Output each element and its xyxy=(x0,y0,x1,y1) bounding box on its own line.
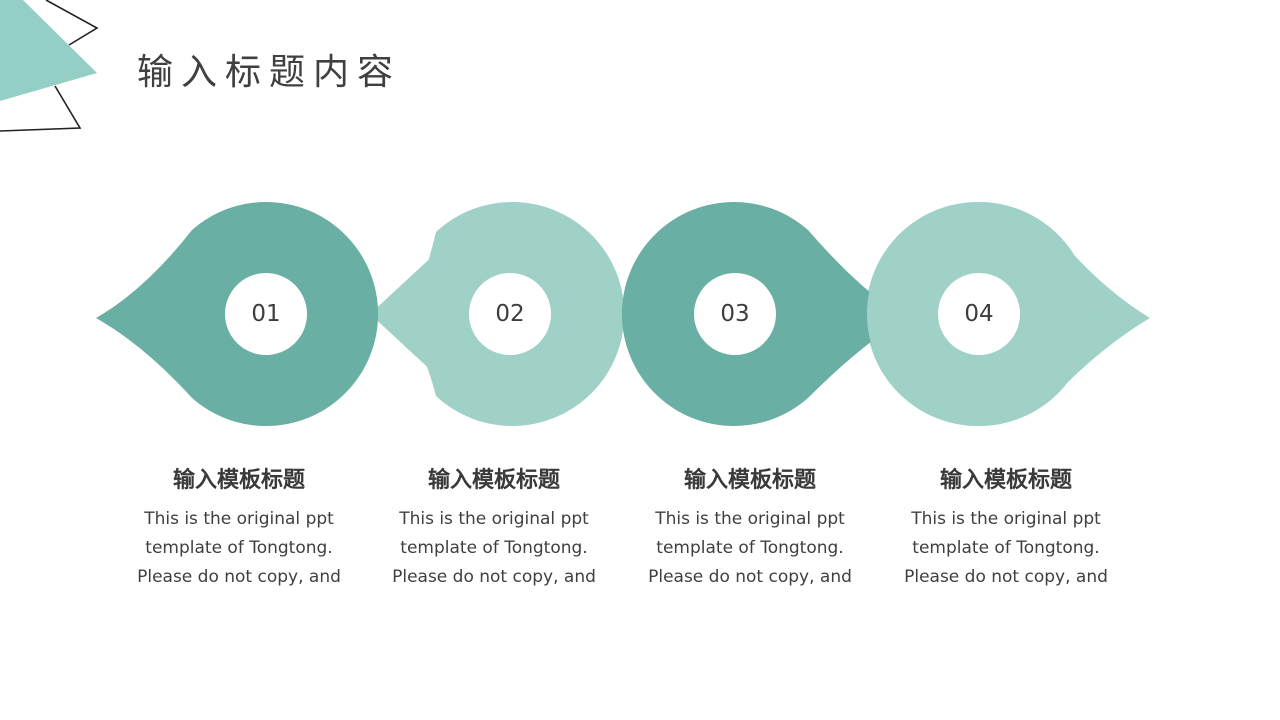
drop-shape-02-tip xyxy=(370,252,437,376)
description-line: Please do not copy, and xyxy=(648,567,852,587)
description-line: Please do not copy, and xyxy=(904,567,1108,587)
step-description: This is the original ppt template of Ton… xyxy=(114,505,364,592)
corner-decoration xyxy=(0,0,99,132)
number-badge-04 xyxy=(938,273,1020,355)
step-number-02: 02 xyxy=(495,301,525,327)
step-text-01: 输入模板标题 This is the original ppt template… xyxy=(114,462,364,592)
description-line: Please do not copy, and xyxy=(137,567,341,587)
step-text-03: 输入模板标题 This is the original ppt template… xyxy=(625,462,875,592)
description-line: This is the original ppt xyxy=(911,509,1101,529)
description-line: Please do not copy, and xyxy=(392,567,596,587)
number-badge-03 xyxy=(694,273,776,355)
number-badge-02 xyxy=(469,273,551,355)
step-heading: 输入模板标题 xyxy=(172,468,305,493)
step-text-02: 输入模板标题 This is the original ppt template… xyxy=(369,462,619,592)
description-line: This is the original ppt xyxy=(399,509,589,529)
corner-outline-lower xyxy=(0,85,82,132)
description-line: template of Tongtong. xyxy=(400,538,588,558)
description-line: template of Tongtong. xyxy=(912,538,1100,558)
description-line: template of Tongtong. xyxy=(145,538,333,558)
step-heading: 输入模板标题 xyxy=(939,468,1072,493)
step-number-01: 01 xyxy=(251,301,281,327)
step-text-04: 输入模板标题 This is the original ppt template… xyxy=(881,462,1131,592)
step-heading: 输入模板标题 xyxy=(683,468,816,493)
step-description: This is the original ppt template of Ton… xyxy=(625,505,875,592)
corner-outline-upper xyxy=(45,0,99,46)
step-description: This is the original ppt template of Ton… xyxy=(369,505,619,592)
description-line: This is the original ppt xyxy=(655,509,845,529)
step-description: This is the original ppt template of Ton… xyxy=(881,505,1131,592)
step-heading: 输入模板标题 xyxy=(427,468,560,493)
step-number-03: 03 xyxy=(720,301,750,327)
description-line: This is the original ppt xyxy=(144,509,334,529)
number-badge-01 xyxy=(225,273,307,355)
slide-title: 输入标题内容 xyxy=(137,52,402,93)
step-number-04: 04 xyxy=(964,301,994,327)
corner-triangle-filled xyxy=(0,0,97,101)
description-line: template of Tongtong. xyxy=(656,538,844,558)
